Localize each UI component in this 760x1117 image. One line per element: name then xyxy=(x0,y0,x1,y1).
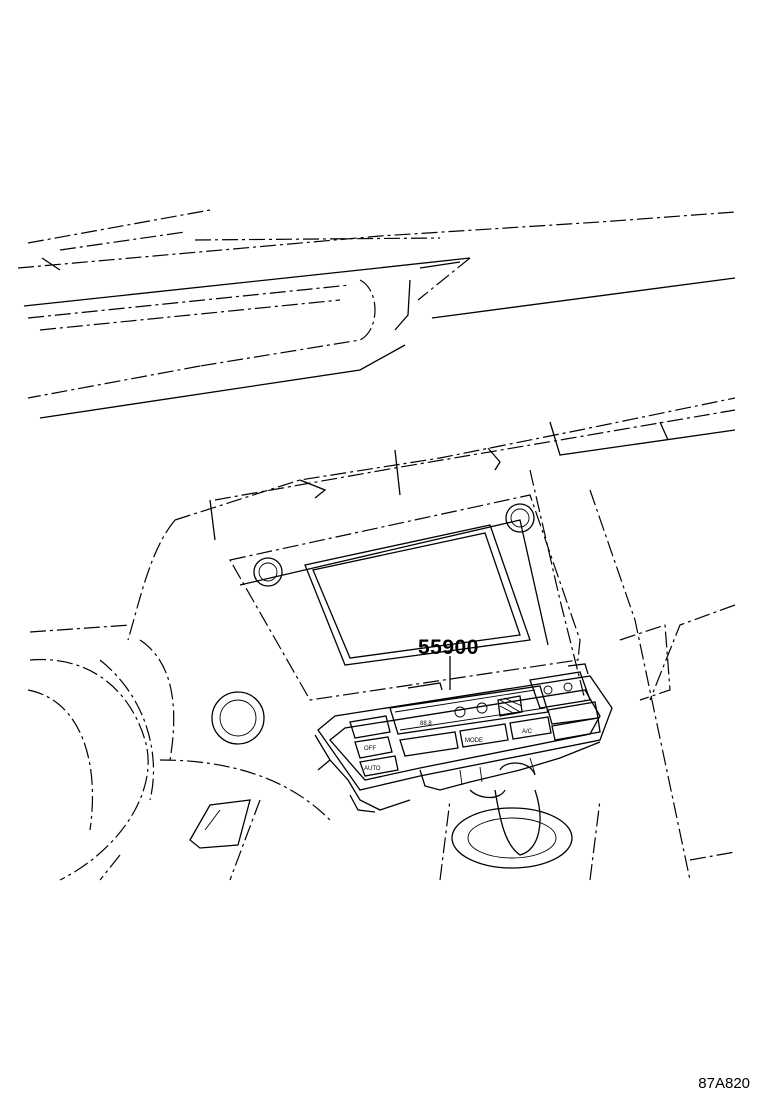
part-number-label: 55900 xyxy=(418,636,479,659)
right-dash-area xyxy=(619,604,736,861)
left-dash-area xyxy=(27,639,331,881)
center-stack xyxy=(229,469,691,881)
mode-button-text: MODE xyxy=(465,738,483,744)
temp-readout-text: 88.8 xyxy=(420,721,432,727)
ac-button-text: A/C xyxy=(522,729,533,735)
auto-button-text: AUTO xyxy=(364,766,381,772)
shift-lever xyxy=(439,762,601,881)
off-button-text: OFF xyxy=(364,746,376,752)
climate-control-panel: 88.8 MODE A/C AUTO OFF xyxy=(314,663,613,813)
lower-dash-outline xyxy=(29,397,736,641)
figure-code: 87A820 xyxy=(698,1075,750,1092)
upper-dash-outline xyxy=(17,209,736,419)
